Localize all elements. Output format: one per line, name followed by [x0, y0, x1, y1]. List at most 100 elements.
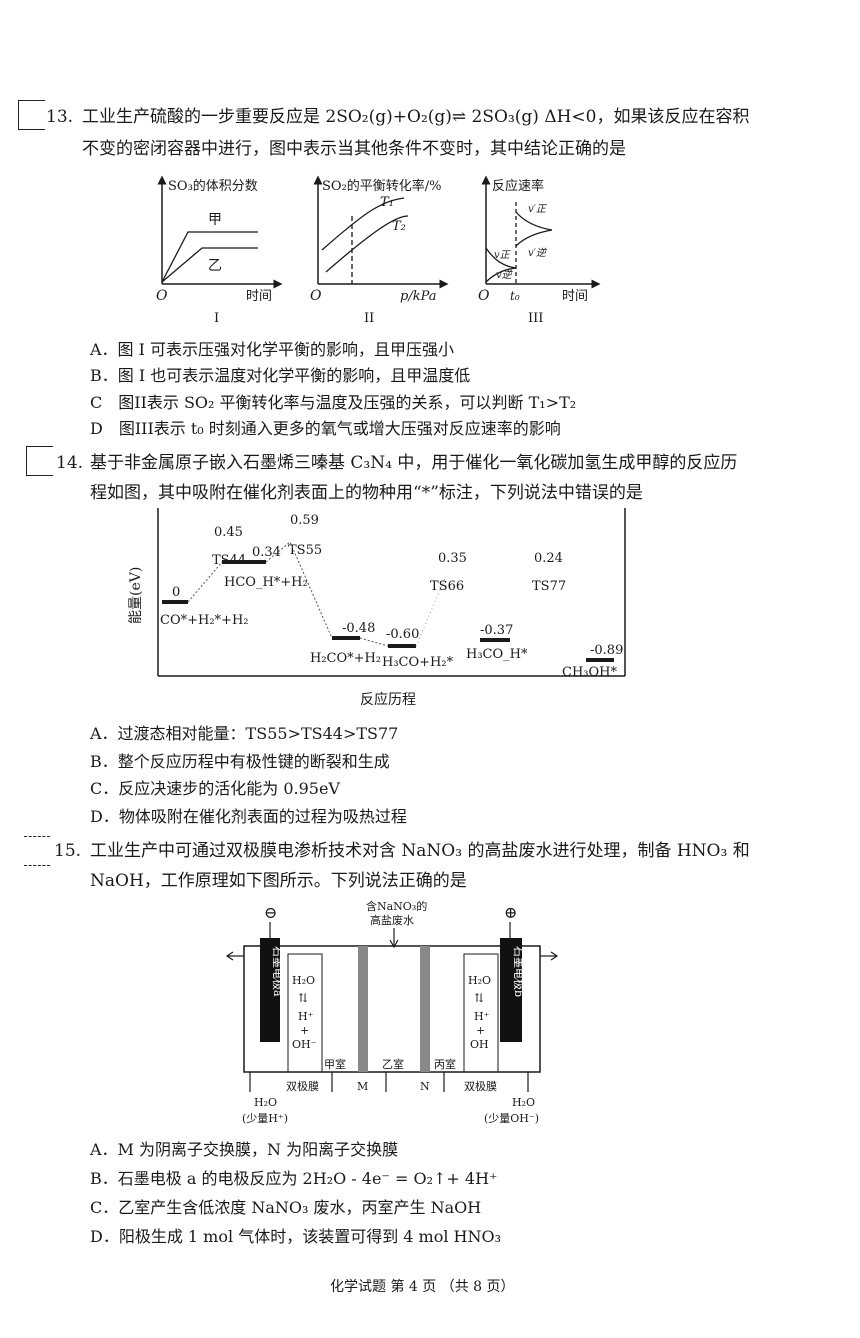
graph1-origin: O [156, 288, 168, 304]
left-h: H⁺ [298, 1010, 314, 1023]
right-plus: + [476, 1024, 485, 1037]
level-label-3: H₃CO+H₂* [382, 655, 454, 670]
graph1-curve-yi-label: 乙 [208, 258, 222, 274]
question-13-stem-line1: 工业生产硫酸的一步重要反应是 2SO₂(g)+O₂(g)⇌ 2SO₃(g) ΔH… [82, 107, 750, 127]
answer-bracket-14 [26, 446, 53, 476]
left-h2o: H₂O [292, 974, 315, 987]
graph1-caption: I [214, 311, 219, 326]
bottom-left-1: H₂O [254, 1096, 277, 1109]
left-oh: OH⁻ [292, 1038, 317, 1051]
bottom-left-2: (少量H⁺) [242, 1112, 288, 1125]
ts-label-1: TS55 [288, 543, 322, 558]
graph3-t0: t₀ [510, 289, 520, 303]
q13-option-b: B．图 I 也可表示温度对化学平衡的影响，且甲温度低 [90, 366, 471, 385]
bottom-right-1: H₂O [512, 1096, 535, 1109]
graph3-v-fwd2-label: v′正 [528, 204, 548, 215]
graph3-xlabel: 时间 [562, 289, 588, 304]
room-bing: 丙室 [434, 1057, 456, 1071]
question-13-number: 13. [46, 107, 74, 127]
q14-energy-diagram: 能量(eV) 反应历程 0 CO*+H₂*+H₂ 0.34 HCO_H*+H₂ … [128, 508, 626, 708]
graph2-t1-label: T₁ [380, 195, 394, 210]
level-value-0: 0 [172, 585, 180, 600]
graph3-v-rev2 [515, 229, 553, 247]
graph2-curve-t2 [325, 215, 409, 273]
question-15-number: 15. [54, 841, 82, 861]
level-label-4: H₃CO_H* [466, 647, 528, 662]
graph1-curve-jia [161, 231, 258, 283]
level-value-1: 0.34 [252, 545, 281, 560]
svg-text:⇅: ⇅ [298, 991, 308, 1005]
graph2-t2-label: T₂ [392, 219, 406, 234]
graph3-v-rev-label: v逆 [496, 269, 514, 281]
q14-option-b: B．整个反应历程中有极性键的断裂和生成 [90, 752, 390, 771]
graph3-caption: III [528, 311, 543, 326]
right-h2o: H₂O [468, 974, 491, 987]
room-yi: 乙室 [382, 1057, 404, 1071]
ts-label-0: TS44 [212, 553, 246, 568]
graph3-v-fwd-label: v正 [494, 250, 512, 261]
electrode-b [500, 938, 522, 1042]
graph2-xlabel: p/kPa [400, 289, 437, 304]
page-footer: 化学试题 第 4 页 （共 8 页） [330, 1279, 515, 1295]
bipolar-membrane-left [287, 953, 323, 1073]
path-segment-2 [265, 541, 333, 639]
level-value-5: -0.89 [590, 643, 623, 658]
q13-option-d: D 图III表示 t₀ 时刻通入更多的氧气或增大压强对反应速率的影响 [90, 419, 561, 438]
question-14-stem-line1: 基于非金属原子嵌入石墨烯三嗪基 C₃N₄ 中，用于催化一氧化碳加氢生成甲醇的反应… [90, 453, 738, 473]
q15-option-c: C．乙室产生含低浓度 NaNO₃ 废水，丙室产生 NaOH [90, 1198, 482, 1217]
bottom-right-2: (少量OH⁻) [484, 1112, 539, 1125]
question-15-stem-line1: 工业生产中可通过双极膜电渗析技术对含 NaNO₃ 的高盐废水进行处理，制备 HN… [90, 841, 750, 861]
level-label-5: CH₃OH* [562, 665, 617, 680]
electrode-a [260, 938, 280, 1042]
graph3-v-rev [485, 267, 517, 283]
graph1-curve-jia-label: 甲 [208, 212, 222, 228]
room-jia: 甲室 [324, 1057, 346, 1071]
q13-option-a: A．图 I 可表示压强对化学平衡的影响，且甲压强小 [90, 340, 455, 359]
inlet-label-1: 含NaNO₃的 [366, 899, 427, 913]
label-bipolar-left: 双极膜 [286, 1079, 319, 1093]
graph3-v-fwd [485, 247, 517, 269]
q15-option-b: B．石墨电极 a 的电极反应为 2H₂O - 4e⁻ = O₂↑+ 4H⁺ [90, 1169, 498, 1188]
level-value-4: -0.37 [480, 623, 513, 638]
graph1-ylabel: SO₃的体积分数 [168, 178, 258, 194]
electrode-a-label: 石墨电极a [271, 946, 285, 997]
tank [243, 945, 541, 1073]
q14-option-c: C．反应决速步的活化能为 0.95eV [90, 779, 340, 798]
graph1-curve-yi [161, 247, 258, 283]
answer-bracket-15 [24, 836, 50, 866]
question-14-number: 14. [56, 453, 84, 473]
level-label-0: CO*+H₂*+H₂ [160, 613, 249, 628]
q15-option-d: D．阳极生成 1 mol 气体时，该装置可得到 4 mol HNO₃ [90, 1227, 502, 1246]
q15-electrodialysis-diagram: 含NaNO₃的 高盐废水 ⊖ 石墨电极a ⊕ 石墨电极b H₂O ⇅ H⁺ + … [225, 899, 559, 1125]
bipolar-membrane-right [463, 953, 499, 1073]
right-h: H⁺ [474, 1010, 490, 1023]
ts-value-1: 0.59 [290, 513, 319, 528]
q13-graph-1: SO₃的体积分数 甲 乙 O 时间 I [156, 175, 283, 326]
graph3-v-rev2-label: v′逆 [528, 247, 548, 259]
question-14-stem-line2: 程如图，其中吸附在催化剂表面上的物种用“*”标注，下列说法中错误的是 [90, 483, 643, 503]
membrane-n [420, 946, 430, 1072]
q13-option-c: C 图II表示 SO₂ 平衡转化率与温度及压强的关系，可以判断 T₁>T₂ [90, 393, 577, 412]
level-value-2: -0.48 [342, 621, 375, 636]
q13-graph-3: 反应速率 v正 v逆 v′正 v′逆 O t₀ 时间 III [478, 175, 601, 326]
negative-terminal: ⊖ [264, 903, 277, 922]
level-label-2: H₂CO*+H₂ [310, 651, 381, 666]
q13-graph-2: SO₂的平衡转化率/% T₁ T₂ O p/kPa II [310, 175, 449, 326]
graph2-origin: O [310, 288, 322, 304]
right-oh: OH [470, 1038, 489, 1051]
label-bipolar-right: 双极膜 [464, 1079, 497, 1093]
energy-ylabel: 能量(eV) [128, 567, 144, 624]
path-segment-3 [359, 637, 389, 647]
level-label-1: HCO_H*+H₂ [224, 575, 308, 590]
energy-xlabel: 反应历程 [360, 691, 416, 708]
graph2-ylabel: SO₂的平衡转化率/% [322, 178, 442, 194]
ts-label-3: TS77 [532, 579, 566, 594]
ts-value-0: 0.45 [214, 525, 243, 540]
svg-text:⇅: ⇅ [474, 991, 484, 1005]
left-plus: + [300, 1024, 309, 1037]
inlet-label-2: 高盐废水 [370, 913, 414, 927]
q15-option-a: A．M 为阴离子交换膜，N 为阳离子交换膜 [90, 1140, 399, 1159]
path-segment-4 [415, 575, 447, 647]
graph2-caption: II [364, 311, 374, 326]
graph3-v-fwd2 [515, 211, 553, 231]
